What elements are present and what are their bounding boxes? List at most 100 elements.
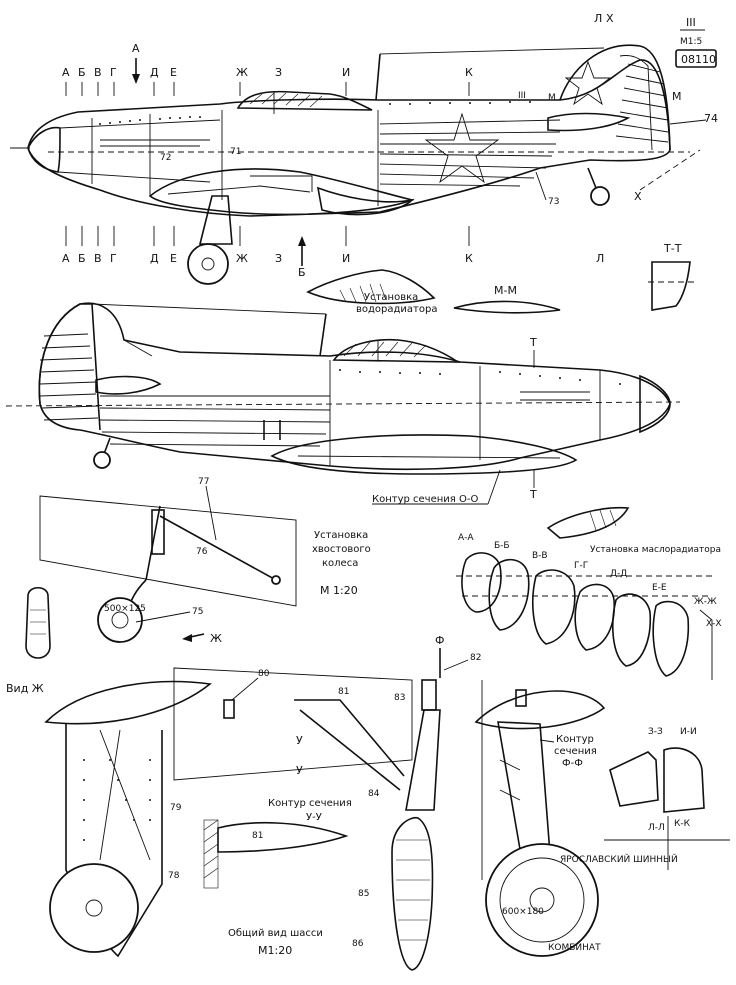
sec-letter-e-bottom: Е xyxy=(170,252,177,265)
sec-letter-g-bottom: Г xyxy=(110,252,117,265)
view-zh-wheel xyxy=(49,863,139,953)
contour-ff-line3: Ф-Ф xyxy=(562,758,583,769)
ref-85: 85 xyxy=(358,889,369,899)
main-wheel-maker-2: КОМБИНАТ xyxy=(548,943,601,953)
side-view-top: А Б В Г Д Е Ж З И К Л Х А А Б В Г Д Е Ж … xyxy=(10,12,718,285)
right-gear-airfoil xyxy=(474,690,606,730)
sec-letter-a-bottom: А xyxy=(62,252,70,265)
section-tt-label: Т-Т xyxy=(663,242,682,255)
sec-letter-k: К xyxy=(465,66,473,79)
tail-caption-scale: М 1:20 xyxy=(320,584,358,597)
gear-oleo-leg xyxy=(405,709,441,811)
section-xx: Х-Х xyxy=(706,619,722,629)
section-uu-shape xyxy=(217,821,349,853)
mid-wing xyxy=(270,434,578,475)
sec-letter-k-bottom: К xyxy=(465,252,473,265)
mid-canopy xyxy=(332,338,461,363)
section-ee: Е-Е xyxy=(652,583,667,593)
u-mark-bottom: У xyxy=(296,764,303,777)
sec-letter-l: Л xyxy=(594,12,602,25)
top-stabilizer xyxy=(547,112,631,132)
sec-letter-z-bottom: З xyxy=(275,252,282,265)
tail-wheel-installation: 500×125 77 76 75 Установка хвостового ко… xyxy=(25,477,371,659)
section-bb: Б-Б xyxy=(494,541,510,551)
top-x-mark: Х xyxy=(634,190,642,203)
tail-caption-line1: Установка xyxy=(314,530,368,541)
section-zhzh: Ж-Ж xyxy=(694,597,717,607)
top-main-wheel xyxy=(187,243,229,285)
top-tail-fin xyxy=(559,44,671,151)
view-arrow-a: А xyxy=(132,42,140,55)
contour-uu-line2: У-У xyxy=(306,812,322,823)
section-ll: Л-Л xyxy=(648,823,665,833)
ref-76: 76 xyxy=(196,547,208,557)
section-mm-label: М-М xyxy=(494,284,517,297)
mid-tail-wheel xyxy=(93,451,111,469)
cross-sections-grid: А-А Б-Б В-В Г-Г Д-Д Е-Е Ж-Ж Х-Х З-З И-И … xyxy=(456,533,730,870)
section-aa: А-А xyxy=(458,533,474,543)
general-view-caption: Общий вид шасси xyxy=(228,928,323,939)
top-canopy xyxy=(236,90,373,111)
top-ref-72: 72 xyxy=(160,153,171,163)
main-wheel-maker: ЯРОСЛАВСКИЙ ШИННЫЙ xyxy=(560,853,678,865)
phi-mark: Ф xyxy=(435,634,444,647)
section-mm-shape xyxy=(453,300,561,314)
right-main-wheel xyxy=(485,843,599,957)
top-ref-71: 71 xyxy=(230,147,241,157)
radiator-caption-line1: Установка xyxy=(364,292,418,303)
ref-79: 79 xyxy=(170,803,182,813)
section-gg: Г-Г xyxy=(574,561,588,571)
contour-ff-line1: Контур xyxy=(556,734,594,745)
top-tail-wheel xyxy=(590,186,610,206)
mid-t-mark-top: Т xyxy=(529,336,537,349)
sec-letter-d: Д xyxy=(150,66,159,79)
ref-77: 77 xyxy=(198,477,209,487)
ref-82: 82 xyxy=(470,653,481,663)
sec-letter-zh-bottom: Ж xyxy=(236,252,248,265)
section-ii-shape xyxy=(663,747,705,813)
side-view-middle: Т Т Контур сечения О-О xyxy=(5,302,681,505)
section-zz-shape xyxy=(609,751,659,807)
contour-oo-caption: Контур сечения О-О xyxy=(372,494,478,505)
sec-letter-v: В xyxy=(94,66,102,79)
ref-78: 78 xyxy=(168,871,180,881)
gear-tire-side xyxy=(391,817,434,971)
sec-letter-b-bottom: Б xyxy=(78,252,86,265)
sec-letter-g: Г xyxy=(110,66,117,79)
contour-ff-line2: сечения xyxy=(554,746,597,757)
oil-radiator-inset: Установка маслорадиатора xyxy=(546,506,721,555)
section-vv: В-В xyxy=(532,551,548,561)
oil-radiator-caption: Установка маслорадиатора xyxy=(590,545,721,555)
top-m-mark-right: М xyxy=(672,90,682,103)
top-star-insignia xyxy=(424,112,500,184)
section-kk: К-К xyxy=(674,819,691,829)
ref-83: 83 xyxy=(394,693,405,703)
mid-t-mark-bottom: Т xyxy=(529,488,537,501)
sec-letter-d-bottom: Д xyxy=(150,252,159,265)
sheet-scale: М1:5 xyxy=(680,37,702,47)
radiator-inset: Установка водорадиатора М-М Т-Т xyxy=(306,242,696,315)
sec-letter-i-bottom: И xyxy=(342,252,350,265)
gear-retract-strut xyxy=(294,699,405,777)
main-wheel-size: 600×180 xyxy=(502,907,544,917)
sec-letter-l-bottom: Л xyxy=(596,252,604,265)
top-ref-74: 74 xyxy=(704,112,718,125)
ref-81-bottom: 81 xyxy=(252,831,263,841)
sec-letter-a: А xyxy=(62,66,70,79)
view-zh-airfoil xyxy=(44,680,212,725)
top-ref-73: 73 xyxy=(548,197,559,207)
sec-letter-i: И xyxy=(342,66,350,79)
top-fuselage-outline xyxy=(27,59,671,217)
sheet-number: 08110 xyxy=(681,53,716,66)
ref-84: 84 xyxy=(368,789,380,799)
sec-letter-e: Е xyxy=(170,66,177,79)
zh-arrow-label: Ж xyxy=(210,632,222,645)
section-zz: З-З xyxy=(648,727,663,737)
sheet-roman: III xyxy=(686,16,696,29)
main-gear-right: 600×180 ЯРОСЛАВСКИЙ ШИННЫЙ КОМБИНАТ Конт… xyxy=(474,680,678,957)
view-arrow-b: Б xyxy=(298,266,306,279)
view-zh-label: Вид Ж xyxy=(6,682,44,695)
ref-80: 80 xyxy=(258,669,270,679)
radiator-caption-line2: водорадиатора xyxy=(356,304,437,315)
